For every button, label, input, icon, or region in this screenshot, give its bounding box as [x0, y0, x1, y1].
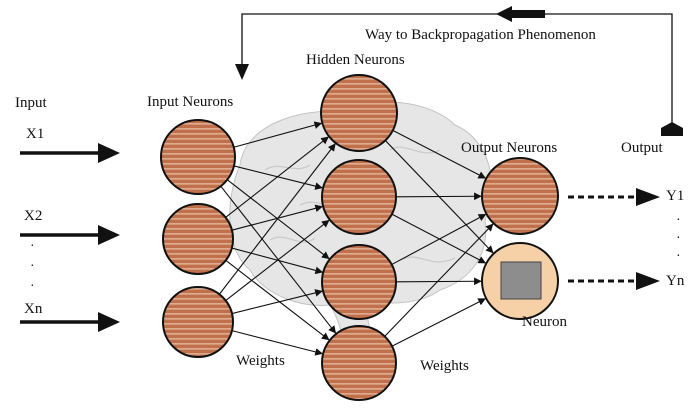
input-neuron-3	[162, 286, 234, 358]
output-yn-label: Yn	[666, 273, 685, 289]
hidden-neuron-3	[321, 244, 397, 320]
input-neurons-label: Input Neurons	[147, 94, 233, 110]
input-ellipsis-icon: ·	[30, 279, 35, 294]
output-neurons-label: Output Neurons	[461, 140, 557, 156]
output-ellipsis-icon: ·	[676, 231, 681, 246]
input-arrows	[20, 143, 120, 332]
input-arrow-x2-head-icon	[98, 225, 120, 245]
input-neuron-1	[160, 119, 236, 195]
weights-label-left: Weights	[236, 353, 285, 369]
weight-connection	[231, 330, 323, 356]
hidden-neurons-label: Hidden Neurons	[306, 52, 405, 68]
feedback-direction-arrow-icon	[496, 6, 545, 22]
weight-connection	[395, 192, 482, 201]
feedback-arrow-up-icon	[661, 122, 683, 136]
input-arrow-xn-head-icon	[98, 312, 120, 332]
output-arrows	[568, 188, 660, 290]
weight-connection	[226, 179, 330, 260]
weight-connection	[391, 298, 486, 347]
weight-connections	[218, 121, 494, 356]
output-ellipsis-icon: ·	[676, 249, 681, 264]
weight-connection	[225, 136, 329, 218]
output-ellipsis-icon: ·	[676, 213, 681, 228]
backpropagation-feedback-loop	[235, 6, 683, 136]
input-xn-label: Xn	[24, 301, 43, 317]
neuron-label: Neuron	[522, 314, 567, 330]
weight-connection	[225, 219, 330, 301]
weight-connection	[384, 223, 494, 337]
output-arrow-yn-head-icon	[636, 272, 660, 290]
weight-connection	[391, 213, 487, 264]
labels: Way to Backpropagation Phenomenon Hidden…	[15, 27, 685, 374]
hidden-layer	[320, 74, 398, 401]
output-label: Output	[621, 140, 664, 156]
input-layer	[160, 119, 236, 358]
output-y1-label: Y1	[666, 188, 684, 204]
input-arrow-x1-head-icon	[98, 143, 120, 163]
hidden-neuron-1	[320, 74, 398, 152]
weight-connection	[395, 277, 482, 286]
output-neuron-1	[481, 157, 559, 235]
input-ellipsis-icon: ·	[30, 239, 35, 254]
output-layer	[481, 157, 559, 320]
input-x2-label: X2	[24, 208, 42, 224]
feedback-arrow-down-icon	[235, 64, 249, 80]
weight-connection	[231, 204, 323, 231]
feedback-label: Way to Backpropagation Phenomenon	[365, 27, 596, 43]
weight-connection	[218, 143, 336, 295]
hidden-neuron-4	[321, 325, 397, 401]
neuron-core	[500, 261, 542, 300]
hidden-neuron-2	[321, 159, 397, 235]
weight-connection	[392, 129, 487, 179]
weight-connection	[225, 259, 330, 341]
input-label: Input	[15, 95, 47, 111]
input-ellipsis-icon: ·	[30, 259, 35, 274]
weight-connection	[233, 121, 323, 148]
weight-connection	[231, 289, 323, 315]
weight-connection	[391, 213, 487, 266]
input-neuron-2	[162, 203, 234, 275]
input-x1-label: X1	[26, 126, 44, 142]
weights-label-right: Weights	[420, 358, 469, 374]
output-arrow-y1-head-icon	[636, 188, 660, 206]
